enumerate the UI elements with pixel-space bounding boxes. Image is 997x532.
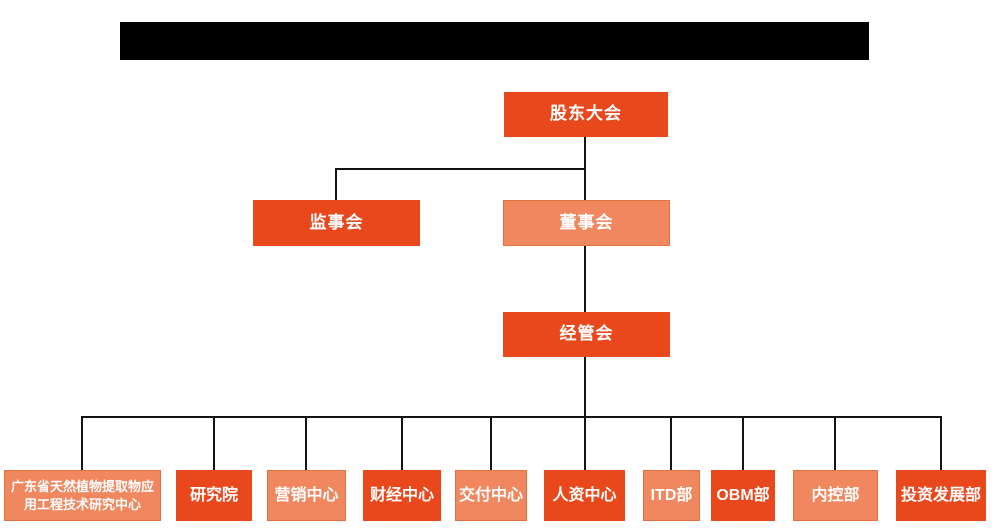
connector-line: [490, 416, 492, 470]
org-node-obm-department: OBM部: [711, 470, 775, 521]
connector-line: [305, 416, 307, 470]
org-node-delivery-center: 交付中心: [455, 470, 527, 521]
org-node-marketing-center: 营销中心: [267, 470, 346, 521]
connector-line: [335, 168, 586, 170]
connector-line: [213, 416, 215, 470]
org-node-management-committee: 经管会: [503, 312, 670, 357]
org-node-internal-control-department: 内控部: [793, 470, 878, 521]
connector-line: [670, 416, 672, 470]
org-node-finance-center: 财经中心: [363, 470, 441, 521]
connector-line: [834, 416, 836, 470]
redacted-title-bar: [120, 22, 869, 60]
org-node-investment-development-department: 投资发展部: [896, 470, 986, 521]
connector-line: [81, 416, 83, 470]
org-node-board-of-directors: 董事会: [503, 200, 670, 246]
connector-line: [584, 246, 586, 312]
org-node-itd-department: ITD部: [643, 470, 700, 521]
connector-line: [335, 168, 337, 201]
connector-line: [940, 416, 942, 470]
org-node-guangdong-research-center: 广东省天然植物提取物应用工程技术研究中心: [4, 470, 161, 521]
org-node-supervisory-board: 监事会: [253, 200, 420, 246]
connector-line: [742, 416, 744, 470]
org-node-research-institute: 研究院: [176, 470, 252, 521]
connector-line: [584, 357, 586, 470]
org-node-shareholders-meeting: 股东大会: [504, 92, 668, 137]
connector-line: [401, 416, 403, 470]
org-node-hr-center: 人资中心: [544, 470, 625, 521]
connector-bus-line: [81, 416, 942, 418]
